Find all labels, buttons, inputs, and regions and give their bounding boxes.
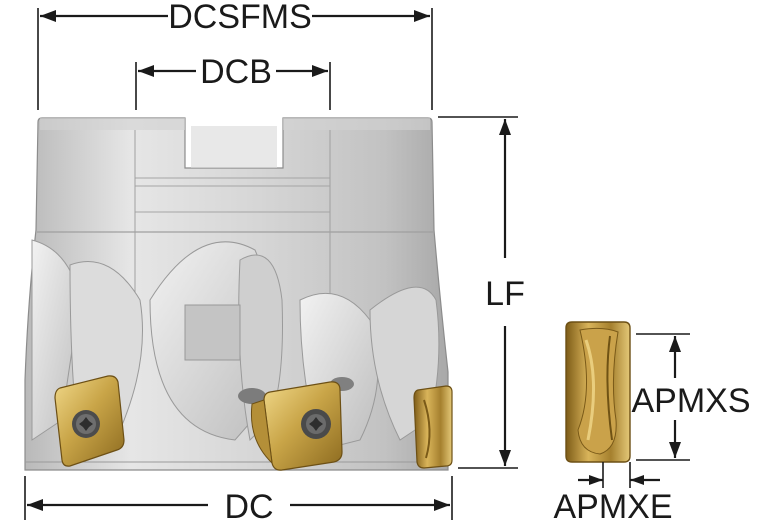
dcb-label: DCB [200, 53, 272, 91]
dimension-dcsfms: DCSFMS [37, 0, 433, 110]
insert-detail-icon [565, 321, 631, 463]
dimension-dcb: DCB [135, 53, 331, 110]
lf-label: LF [485, 275, 525, 313]
dc-label: DC [224, 488, 273, 523]
dimension-apmxe: APMXE [553, 462, 673, 523]
dimension-apmxs: APMXS [631, 333, 751, 461]
apmxs-label: APMXS [631, 382, 750, 420]
insert-left-icon [54, 375, 125, 467]
torx-screw-icon [301, 409, 331, 439]
torx-screw-icon [72, 410, 100, 438]
insert-center-icon [250, 381, 343, 471]
dcsfms-label: DCSFMS [168, 0, 312, 36]
apmxe-label: APMXE [553, 488, 672, 523]
dimension-dc: DC [24, 476, 453, 523]
dimension-lf: LF [438, 116, 525, 469]
insert-right-icon [413, 385, 453, 469]
